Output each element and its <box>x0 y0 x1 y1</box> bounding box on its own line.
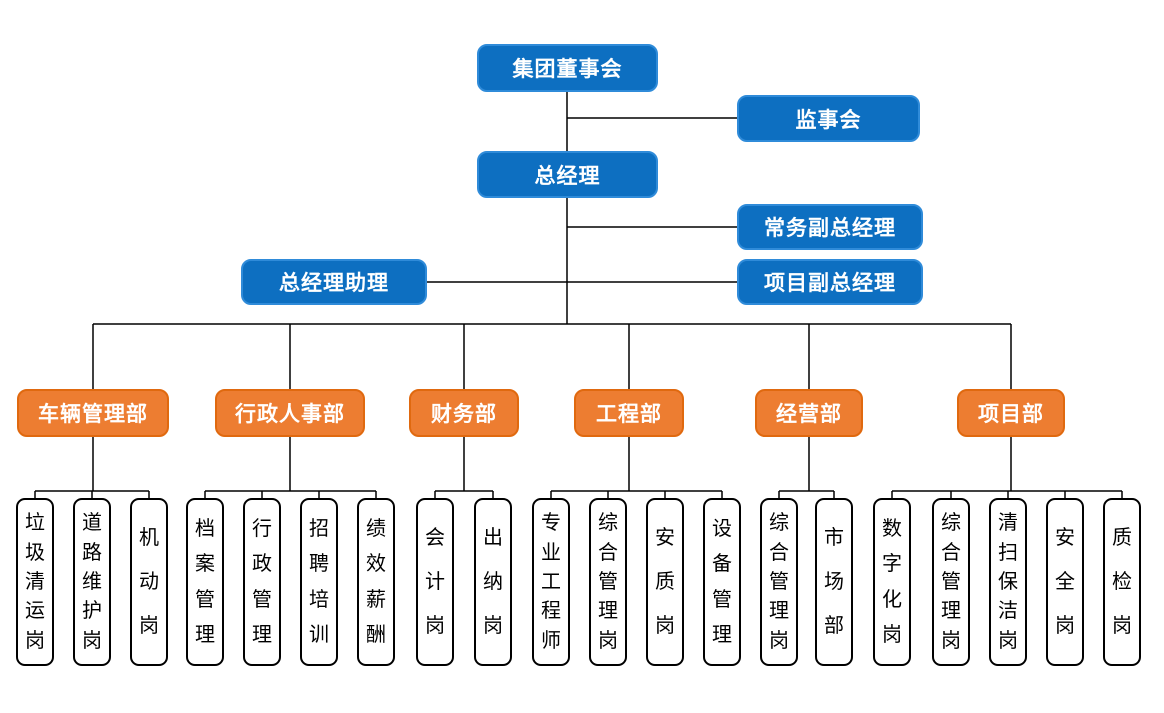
dept-node-project: 项目部 <box>957 389 1065 437</box>
position-node-market: 市场部 <box>815 498 853 666</box>
dept-node-finance: 财务部 <box>409 389 519 437</box>
position-node-archives-management: 档案管理 <box>186 498 224 666</box>
position-node-cashier: 出纳岗 <box>474 498 512 666</box>
dept-node-operations: 经营部 <box>755 389 863 437</box>
position-node-safety-quality: 安质岗 <box>646 498 684 666</box>
position-node-equipment-management: 设备管理 <box>703 498 741 666</box>
position-node-general-management-eng: 综合管理岗 <box>589 498 627 666</box>
org-node-gm-assistant: 总经理助理 <box>241 259 427 305</box>
position-node-safety: 安全岗 <box>1046 498 1084 666</box>
dept-node-vehicle-management: 车辆管理部 <box>17 389 169 437</box>
position-node-recruit-training: 招聘培训 <box>300 498 338 666</box>
org-node-executive-deputy-gm: 常务副总经理 <box>737 204 923 250</box>
position-node-admin-management: 行政管理 <box>243 498 281 666</box>
position-node-mobile: 机动岗 <box>130 498 168 666</box>
position-node-quality-inspection: 质检岗 <box>1103 498 1141 666</box>
dept-node-engineering: 工程部 <box>574 389 684 437</box>
org-node-project-deputy-gm: 项目副总经理 <box>737 259 923 305</box>
dept-node-admin-hr: 行政人事部 <box>215 389 365 437</box>
position-node-performance-payroll: 绩效薪酬 <box>357 498 395 666</box>
position-node-garbage-removal: 垃圾清运岗 <box>16 498 54 666</box>
org-node-general-manager: 总经理 <box>477 151 658 198</box>
position-node-digitalization: 数字化岗 <box>873 498 911 666</box>
position-node-cleaning: 清扫保洁岗 <box>989 498 1027 666</box>
position-node-general-management-proj: 综合管理岗 <box>932 498 970 666</box>
org-node-board: 集团董事会 <box>477 44 658 92</box>
position-node-general-management-ops: 综合管理岗 <box>760 498 798 666</box>
position-node-road-maintenance: 道路维护岗 <box>73 498 111 666</box>
org-node-supervisory-board: 监事会 <box>737 95 920 142</box>
position-node-professional-engineer: 专业工程师 <box>532 498 570 666</box>
position-node-accounting: 会计岗 <box>416 498 454 666</box>
